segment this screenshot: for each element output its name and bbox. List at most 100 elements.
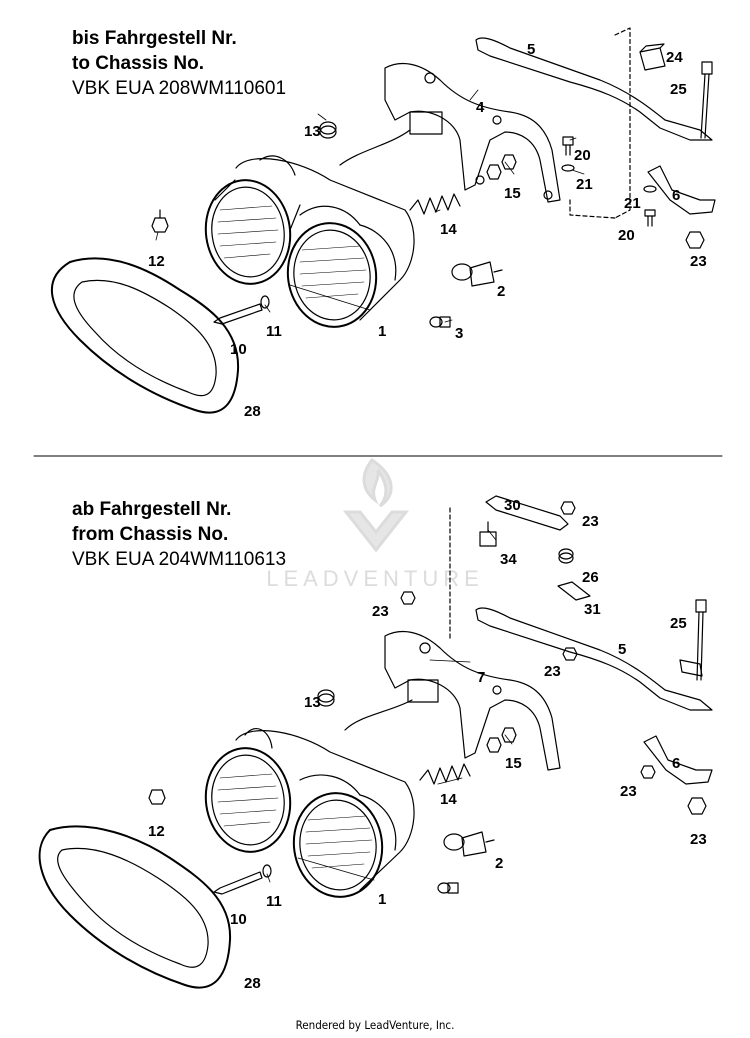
washer-11-bottom [262, 864, 272, 878]
bottom-callout-2: 2 [495, 855, 503, 872]
screw-10-bottom [213, 871, 263, 895]
top-callout-25: 25 [670, 81, 687, 98]
top-callout-28: 28 [244, 403, 261, 420]
top-heading-line-2: to Chassis No. [72, 53, 204, 74]
bottom-section-heading: ab Fahrgestell Nr. from Chassis No. VBK … [72, 497, 286, 572]
wiring-harness-top [339, 129, 411, 166]
top-callout-4: 4 [476, 99, 485, 116]
bulb-3-bottom [437, 882, 459, 894]
nut-26 [558, 548, 574, 564]
screw-12-bottom [148, 789, 166, 805]
bulb-3-top [429, 316, 451, 328]
headlight-housing-top [204, 155, 415, 328]
bottom-callout-25: 25 [670, 615, 687, 632]
top-callout-13: 13 [304, 123, 321, 140]
support-bracket-5-bottom [475, 607, 713, 711]
footer-credit: Rendered by LeadVenture, Inc. [295, 1018, 455, 1032]
bolt-25-top [700, 61, 713, 139]
headlight-housing-bottom [204, 728, 415, 898]
bottom-assembly [38, 495, 713, 989]
dashed-guide-top [614, 27, 631, 219]
grommet-13-top [319, 121, 337, 139]
bottom-heading-line-3: VBK EUA 204WM110613 [72, 549, 287, 570]
top-callout-21: 21 [624, 195, 641, 212]
bottom-callout-31: 31 [584, 601, 601, 618]
bottom-callout-12: 12 [148, 823, 165, 840]
bulb-2-top [451, 261, 503, 287]
screw-12-top [151, 209, 169, 233]
bracket-6-bottom [643, 735, 713, 785]
bottom-callout-28: 28 [244, 975, 261, 992]
bracket-30 [485, 495, 569, 531]
top-callout-21: 21 [576, 176, 593, 193]
bottom-callout-5: 5 [618, 641, 626, 658]
headlight-bracket-4 [384, 62, 561, 203]
nut-23-top [685, 231, 705, 249]
bottom-callout-30: 30 [504, 497, 521, 514]
leader-lines-top [155, 89, 585, 323]
bottom-callout-1: 1 [378, 891, 386, 908]
bolt-25-bottom [695, 599, 707, 681]
wiring-harness-bottom [344, 699, 413, 731]
nut-15-bottom [486, 727, 517, 753]
headlight-bracket-7 [384, 630, 561, 771]
bottom-callout-10: 10 [230, 911, 247, 928]
bottom-callout-15: 15 [505, 755, 522, 772]
bottom-callout-23: 23 [690, 831, 707, 848]
bottom-heading-line-2: from Chassis No. [72, 524, 229, 545]
bolt-20b-top [644, 209, 656, 227]
bracket-6-top [647, 165, 716, 215]
washer-11-top [260, 295, 270, 309]
connector-bottom [407, 679, 439, 703]
bottom-heading-line-1: ab Fahrgestell Nr. [72, 499, 232, 520]
top-section-heading: bis Fahrgestell Nr. to Chassis No. VBK E… [72, 26, 286, 101]
bottom-callout-6: 6 [672, 755, 680, 772]
bottom-callout-14: 14 [440, 791, 457, 808]
spring-14-bottom [419, 763, 471, 785]
nuts-23-bottom [400, 501, 707, 815]
top-callout-1: 1 [378, 323, 386, 340]
bottom-callout-23: 23 [582, 513, 599, 530]
top-heading-line-3: VBK EUA 208WM110601 [72, 78, 287, 99]
top-heading-line-1: bis Fahrgestell Nr. [72, 28, 237, 49]
plate-31 [557, 581, 591, 601]
top-callout-20: 20 [574, 147, 591, 164]
top-callout-14: 14 [440, 221, 457, 238]
spring-14-top [409, 193, 461, 215]
top-callout-12: 12 [148, 253, 165, 270]
top-callout-15: 15 [504, 185, 521, 202]
washer-21b-top [643, 185, 657, 193]
bottom-callout-26: 26 [582, 569, 599, 586]
support-bracket-5-top [475, 37, 713, 141]
top-callout-11: 11 [266, 323, 282, 340]
nut-24-top [639, 43, 666, 71]
top-callout-20: 20 [618, 227, 635, 244]
damper-34 [479, 521, 497, 547]
top-callout-3: 3 [455, 325, 463, 342]
top-callout-2: 2 [497, 283, 505, 300]
bottom-callout-11: 11 [266, 893, 282, 910]
top-callout-10: 10 [230, 341, 247, 358]
bulb-2-bottom [443, 831, 495, 857]
top-assembly [51, 27, 716, 414]
leader-lines-bottom [266, 529, 513, 883]
bottom-callout-23: 23 [372, 603, 389, 620]
top-callout-6: 6 [672, 187, 680, 204]
nut-15-top [486, 154, 517, 180]
rubber-ring-28-bottom [38, 825, 232, 989]
top-callout-5: 5 [527, 41, 535, 58]
top-callout-24: 24 [666, 49, 683, 66]
bottom-callout-7: 7 [477, 669, 485, 686]
top-callout-23: 23 [690, 253, 707, 270]
bolt-20-top [562, 136, 574, 156]
bottom-callout-13: 13 [304, 694, 321, 711]
grommet-13-bottom [317, 689, 335, 707]
bottom-callout-23: 23 [620, 783, 637, 800]
rubber-ring-28-top [51, 257, 240, 414]
washer-21-top [561, 164, 575, 172]
bottom-callout-23: 23 [544, 663, 561, 680]
bottom-callout-34: 34 [500, 551, 517, 568]
